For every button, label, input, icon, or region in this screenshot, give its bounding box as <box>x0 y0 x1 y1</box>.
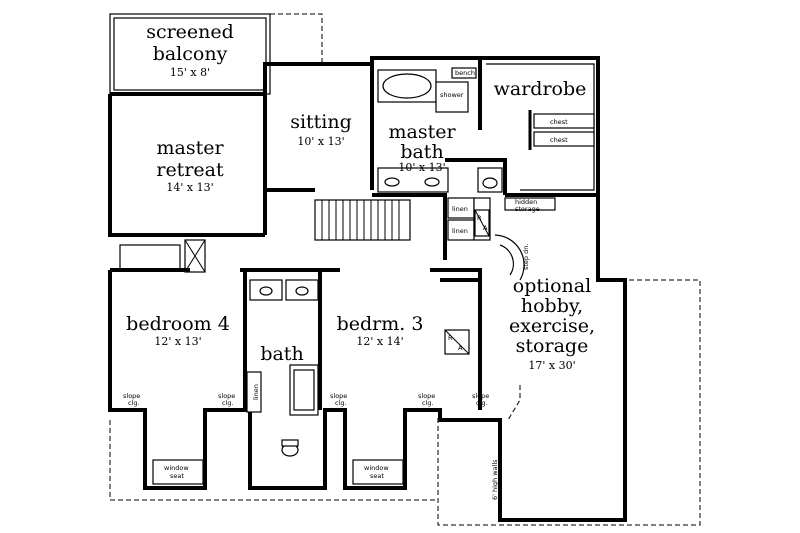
ra-lower-r: R <box>448 334 453 342</box>
slope-label-3: slope <box>330 392 347 400</box>
clg-label-1: clg. <box>128 399 140 407</box>
walls <box>108 56 627 522</box>
stairs <box>314 199 411 241</box>
clg-label-4: clg. <box>422 399 434 407</box>
slope-label-5: slope <box>472 392 489 400</box>
bedrm3-label: bedrm. 3 <box>337 313 424 335</box>
linen-closets <box>447 197 556 281</box>
wardrobe-fixtures <box>486 63 595 191</box>
master-retreat-label-1: master <box>156 137 224 159</box>
bath-label: bath <box>260 343 303 365</box>
bedroom4-label: bedroom 4 <box>126 313 230 335</box>
screened-balcony-label-2: balcony <box>153 43 228 65</box>
sitting-label: sitting <box>290 111 352 133</box>
shower-label: shower <box>440 91 464 99</box>
optional-dim: 17' x 30' <box>528 359 575 372</box>
optional-label-4: storage <box>516 335 589 357</box>
master-bath-label-2: bath <box>400 141 443 163</box>
slope-label-4: slope <box>418 392 435 400</box>
clg-label-3: clg. <box>335 399 347 407</box>
master-bath-dim: 10' x 13' <box>398 161 445 174</box>
ra-upper-r: R <box>477 214 482 222</box>
ra-lower-a: A <box>458 344 463 352</box>
window-seats <box>152 459 404 485</box>
hidden-label: hidden <box>515 198 537 206</box>
sitting-dim: 10' x 13' <box>297 135 344 148</box>
bedrm3-dim: 12' x 14' <box>356 335 403 348</box>
chest-label-2: chest <box>550 136 568 144</box>
clg-label-5: clg. <box>476 399 488 407</box>
screened-balcony-label-1: screened <box>146 21 234 43</box>
master-retreat-label-2: retreat <box>156 159 224 181</box>
linen-label-upper: linen <box>452 205 468 213</box>
ra-upper-a: A <box>483 224 488 232</box>
bedroom4-dim: 12' x 13' <box>154 335 201 348</box>
seat-label-1: seat <box>170 472 184 480</box>
linen-bath-label: linen <box>252 384 260 400</box>
master-retreat-dim: 14' x 13' <box>166 181 213 194</box>
window-label-2: window <box>364 464 389 472</box>
optional-label-1: optional <box>513 275 591 297</box>
master-bath-label-1: master <box>388 121 456 143</box>
screened-balcony-dim: 15' x 8' <box>170 66 210 79</box>
window-label-1: window <box>164 464 189 472</box>
clg-label-2: clg. <box>222 399 234 407</box>
step-dn-label: step dn. <box>522 244 530 270</box>
wardrobe-label: wardrobe <box>494 78 587 100</box>
storage-small-label: storage <box>515 205 540 213</box>
optional-label-3: exercise, <box>509 315 595 337</box>
slope-label-2: slope <box>218 392 235 400</box>
bedroom-closets <box>119 209 490 355</box>
slope-label-1: slope <box>123 392 140 400</box>
linen-label-lower: linen <box>452 227 468 235</box>
high-walls-label: 6' high walls <box>491 459 499 500</box>
bench-label: bench <box>455 69 475 77</box>
chest-label-1: chest <box>550 118 568 126</box>
bath-fixtures <box>246 279 319 457</box>
master-bath-fixtures <box>377 67 503 193</box>
dashed-outlines <box>109 13 701 526</box>
optional-label-2: hobby, <box>521 295 583 317</box>
seat-label-2: seat <box>370 472 384 480</box>
